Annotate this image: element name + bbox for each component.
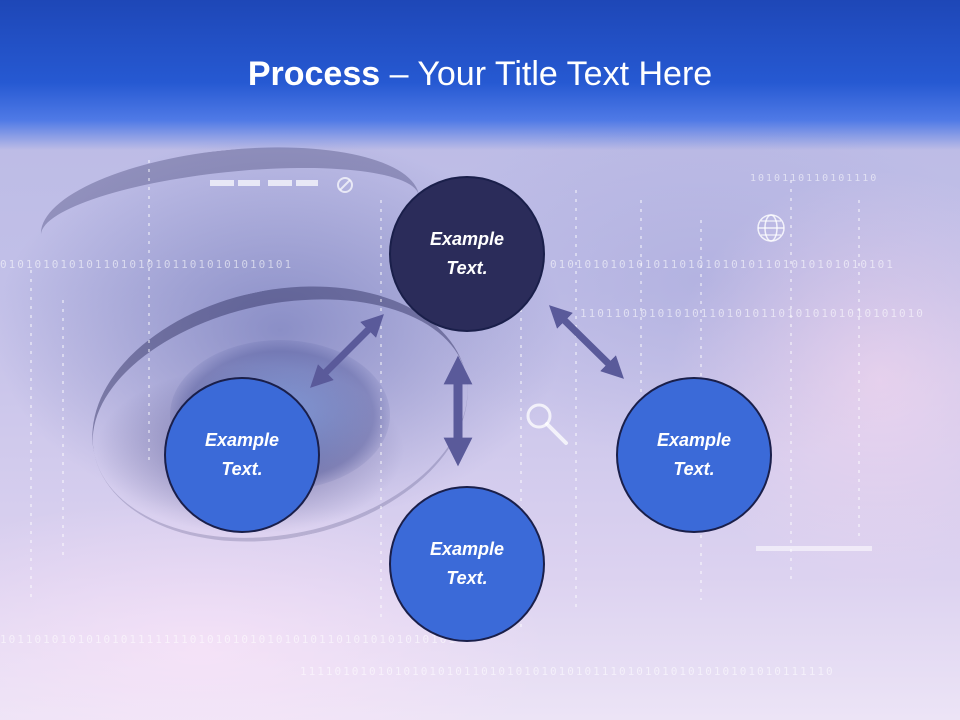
dash-marks (210, 180, 318, 186)
title-rest: – Your Title Text Here (380, 55, 713, 93)
node-bottom-line1: Example (429, 539, 505, 559)
title-bold: Process (247, 55, 381, 93)
node-bottom[interactable]: Example Text. (389, 486, 545, 642)
node-left[interactable]: Example Text. (164, 377, 320, 533)
binary-column (790, 180, 792, 580)
binary-column (62, 300, 64, 560)
node-right-line2: Text. (673, 459, 715, 479)
binary-column (640, 200, 642, 500)
node-right-line1: Example (656, 430, 732, 450)
no-symbol-icon (337, 177, 353, 193)
arrow-top-right (549, 305, 624, 379)
binary-column (575, 190, 577, 610)
node-bottom-line2: Text. (446, 568, 488, 588)
binary-row: 1010110110101110 (750, 173, 879, 184)
node-left-line1: Example (204, 430, 280, 450)
binary-row: 1101101010101011010101101010101010101010 (580, 307, 925, 320)
node-top-line1: Example (429, 229, 505, 249)
node-left-line2: Text. (221, 459, 263, 479)
binary-column (30, 270, 32, 600)
binary-row: 0101010101011010101011010101010101 (0, 258, 294, 271)
arrow-top-left (310, 314, 384, 388)
binary-row: 1011010101010101111111010101010101010110… (0, 633, 457, 646)
globe-icon (757, 214, 785, 242)
binary-column (380, 200, 382, 620)
node-right[interactable]: Example Text. (616, 377, 772, 533)
binary-column (858, 200, 860, 540)
slide-title: Process – Your Title Text Here (0, 52, 960, 96)
binary-row: 1111010101010101010110101010101010111010… (300, 665, 835, 678)
node-top[interactable]: Example Text. (389, 176, 545, 332)
binary-column (520, 300, 522, 630)
binary-column (148, 160, 150, 460)
dash-line (756, 546, 872, 551)
node-top-line2: Text. (446, 258, 488, 278)
title-band (0, 0, 960, 150)
binary-row: 0101010101010110101010101101010101010101 (550, 258, 895, 271)
magnifier-icon (526, 403, 568, 445)
